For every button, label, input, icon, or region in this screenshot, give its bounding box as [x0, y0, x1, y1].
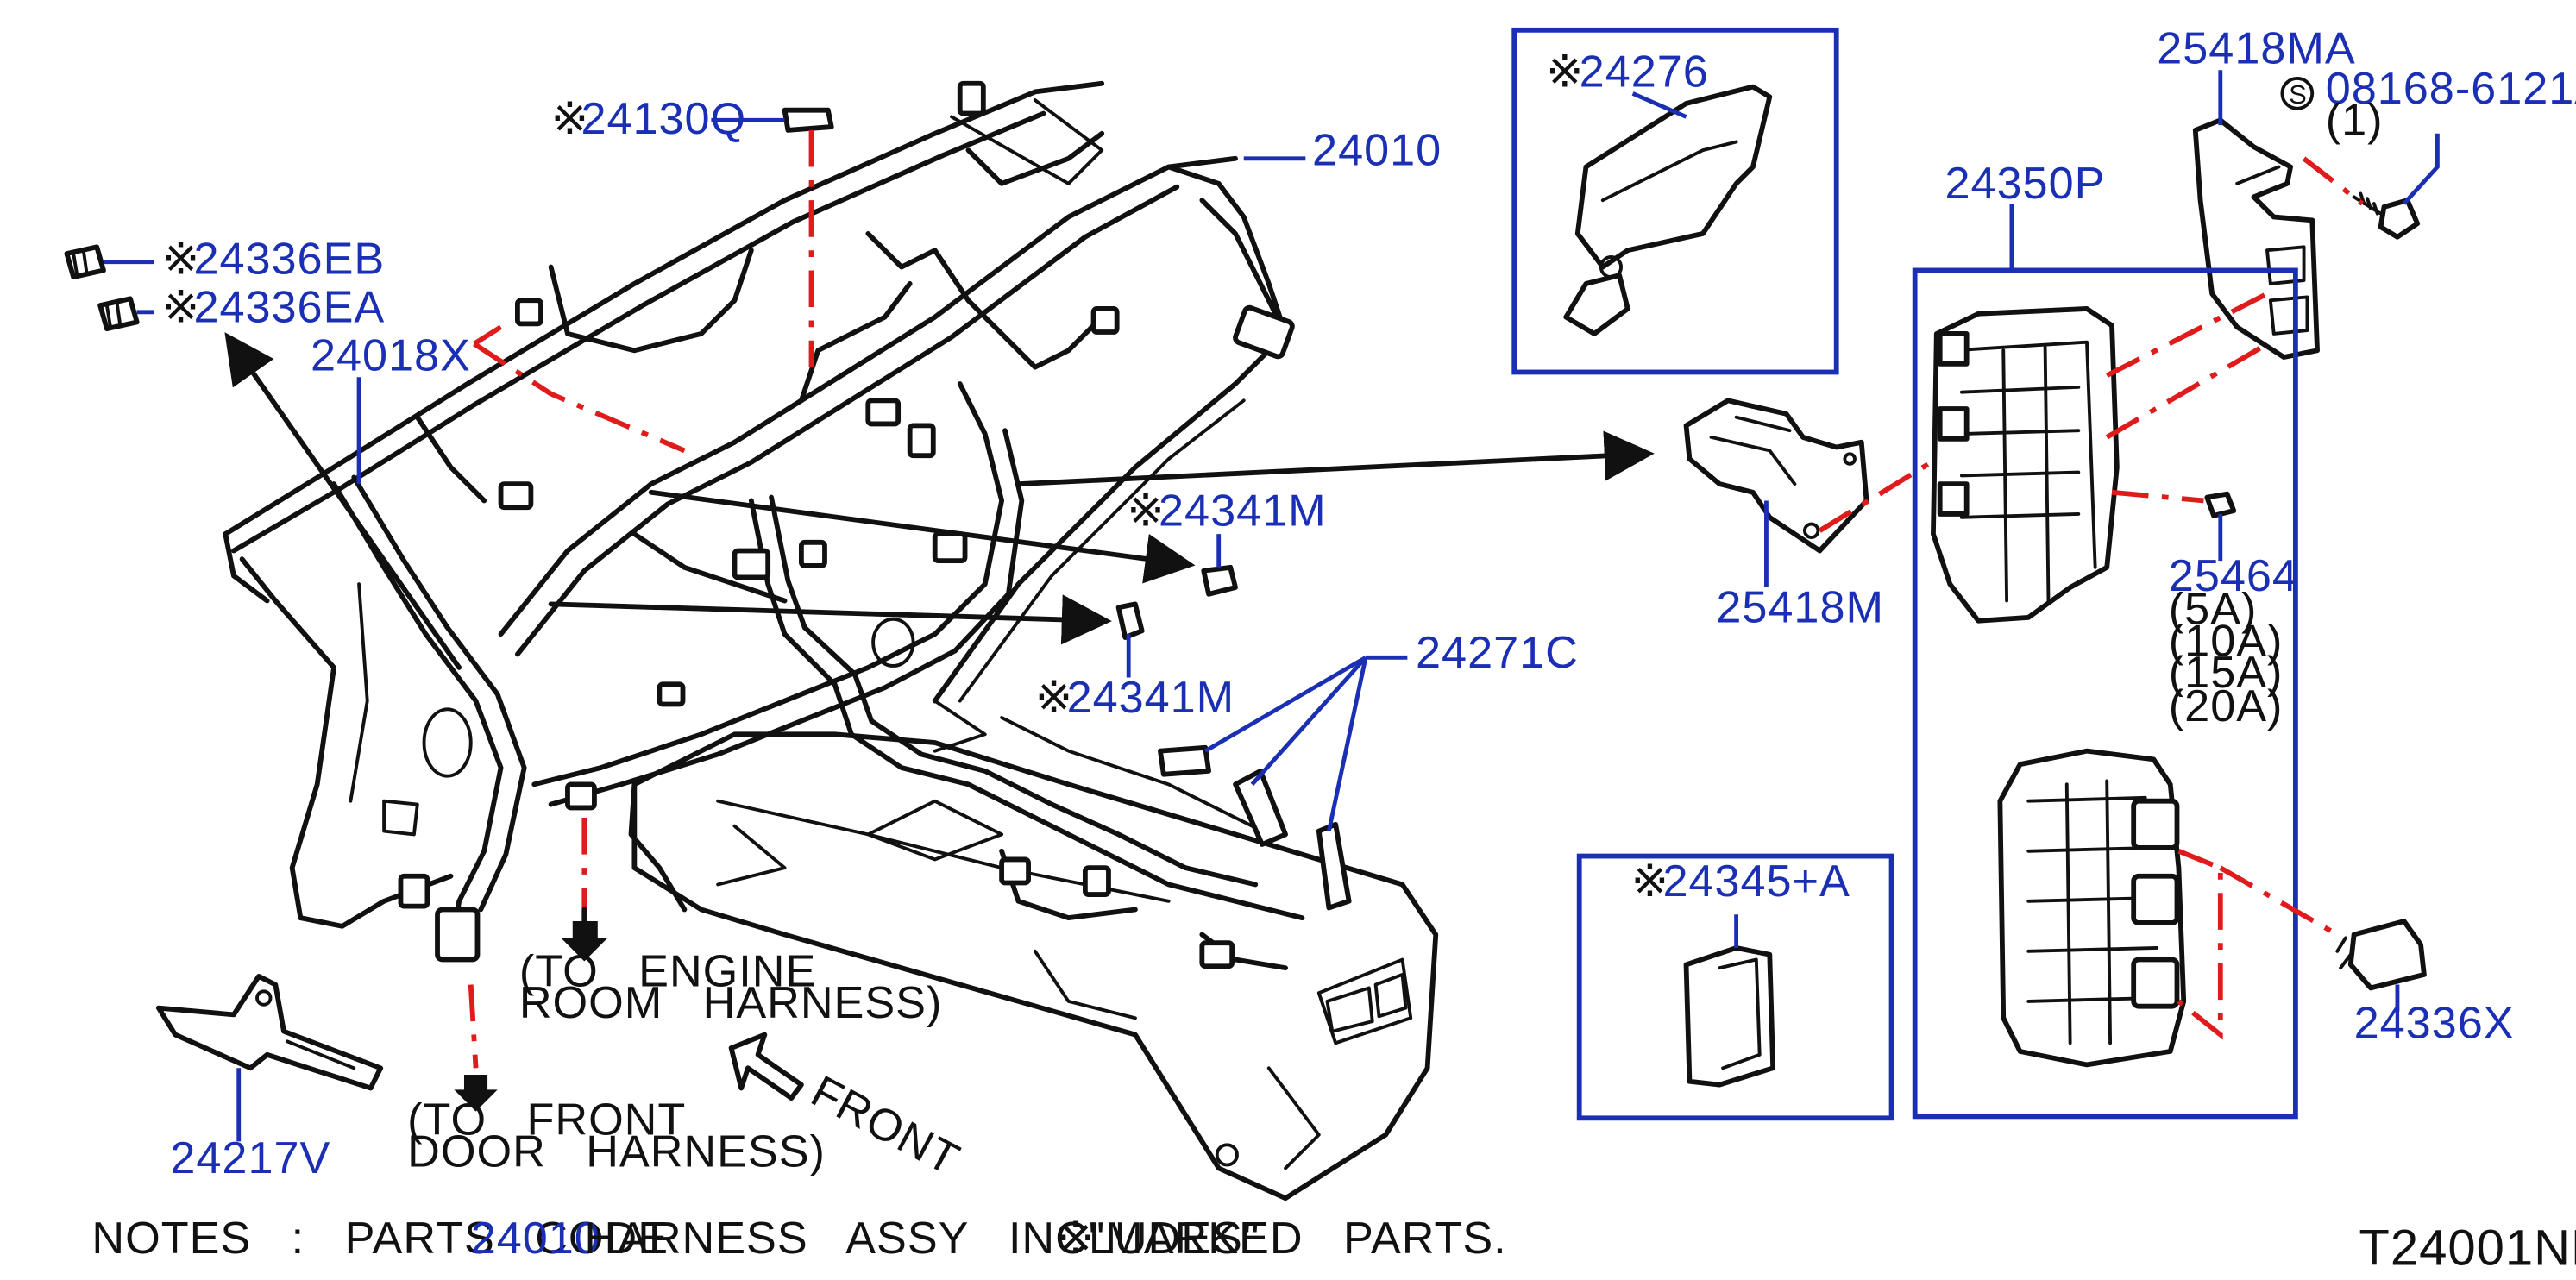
label-24130q: 24130Q [581, 94, 746, 144]
label-24341m-lower: 24341M [1067, 673, 1235, 723]
label-24336x: 24336X [2354, 998, 2515, 1048]
footer-notes: NOTES : PARTS CODE 24010 HARNESS ASSY IN… [91, 1214, 2576, 1277]
part-24130q [782, 107, 834, 133]
notes-middle: HARNESS ASSY INCLUDES" [584, 1214, 1260, 1264]
label-08168-6121a: 08168-6121A [2326, 64, 2576, 114]
label-amp-10: (10A) [2169, 616, 2284, 666]
label-24018x: 24018X [311, 331, 471, 381]
standard-part-s-label: S [2289, 79, 2308, 110]
part-24276-clip [1563, 84, 1773, 336]
leader-arrows [224, 332, 1655, 670]
label-24010: 24010 [1312, 126, 1442, 176]
label-25464: 25464 [2169, 551, 2298, 601]
destination-notes: (TO ENGINE ROOM HARNESS) (TO FRONT DOOR … [407, 946, 967, 1185]
part-24336x-relay [2335, 919, 2427, 991]
mark-24341m-upper: ※ [1127, 486, 1165, 536]
label-amp-15: (15A) [2169, 648, 2284, 698]
notes-mark: ※ [1057, 1214, 1096, 1264]
mark-24276: ※ [1546, 47, 1585, 97]
part-24271c [1158, 744, 1352, 911]
label-24350p: 24350P [1945, 159, 2105, 209]
label-24336eb: 24336EB [193, 234, 385, 284]
front-door-line1: (TO FRONT [407, 1095, 686, 1145]
notes-suffix: "MARKED PARTS. [1089, 1214, 1507, 1264]
label-24336ea: 24336EA [193, 282, 385, 332]
mark-24336ea: ※ [162, 282, 201, 332]
detail-box-24276 [1511, 27, 1839, 375]
engine-room-line2: ROOM HARNESS) [519, 978, 943, 1028]
front-door-line2: DOOR HARNESS) [407, 1126, 826, 1176]
part-25418ma-bracket [2192, 117, 2320, 360]
mark-24341m-lower: ※ [1035, 673, 1074, 723]
standard-part-s-icon [2280, 77, 2315, 110]
detail-box-24345a [1576, 853, 1894, 1121]
main-harness-24010 [223, 80, 1305, 971]
part-24341m-upper [1201, 564, 1238, 597]
label-08168-qty: (1) [2326, 96, 2384, 146]
front-door-arrow [454, 1075, 498, 1112]
detail-box-24350p [1912, 267, 2298, 1120]
part-25418m-bracket [1683, 398, 1869, 554]
part-24341m-lower [1115, 601, 1145, 640]
label-amp-5: (5A) [2169, 585, 2258, 635]
front-label: FRONT [803, 1066, 967, 1185]
front-direction-arrow [728, 1032, 804, 1101]
label-24217v: 24217V [170, 1133, 330, 1183]
label-25418ma: 25418MA [2157, 24, 2355, 74]
label-25418m: 25418M [1716, 583, 1884, 633]
notes-prefix: NOTES : PARTS CODE [91, 1214, 669, 1264]
part-25464-fuse [2204, 491, 2237, 518]
callout-leaders [103, 70, 2440, 1142]
label-24341m-upper: 24341M [1159, 486, 1327, 536]
mark-24345a: ※ [1631, 856, 1670, 907]
mark-24130q: ※ [551, 94, 590, 144]
label-24271c: 24271C [1416, 628, 1579, 678]
mark-24336eb: ※ [162, 234, 201, 284]
part-24217v-bracket [155, 973, 384, 1091]
part-24336ea [97, 296, 140, 332]
part-24336eb [64, 244, 106, 280]
part-24350p-fuse-block-lower [1997, 748, 2187, 1068]
engine-room-line1: (TO ENGINE [519, 946, 816, 996]
diagram-id: T24001NB [2359, 1220, 2576, 1277]
label-24276: 24276 [1580, 47, 1709, 97]
part-24350p-fuse-block-upper [1931, 306, 2120, 624]
label-24345a: 24345+A [1662, 856, 1850, 907]
notes-code: 24010 [471, 1214, 600, 1264]
center-console-drawing [239, 198, 1439, 1202]
assembly-dash-lines [468, 129, 2365, 1069]
part-24345a-cover [1683, 945, 1776, 1088]
label-amp-20: (20A) [2169, 681, 2284, 731]
engine-room-arrow [561, 907, 608, 962]
callout-labels: ※ 24130Q 24010 ※ 24336EB ※ 24336EA 24018… [162, 24, 2576, 1184]
